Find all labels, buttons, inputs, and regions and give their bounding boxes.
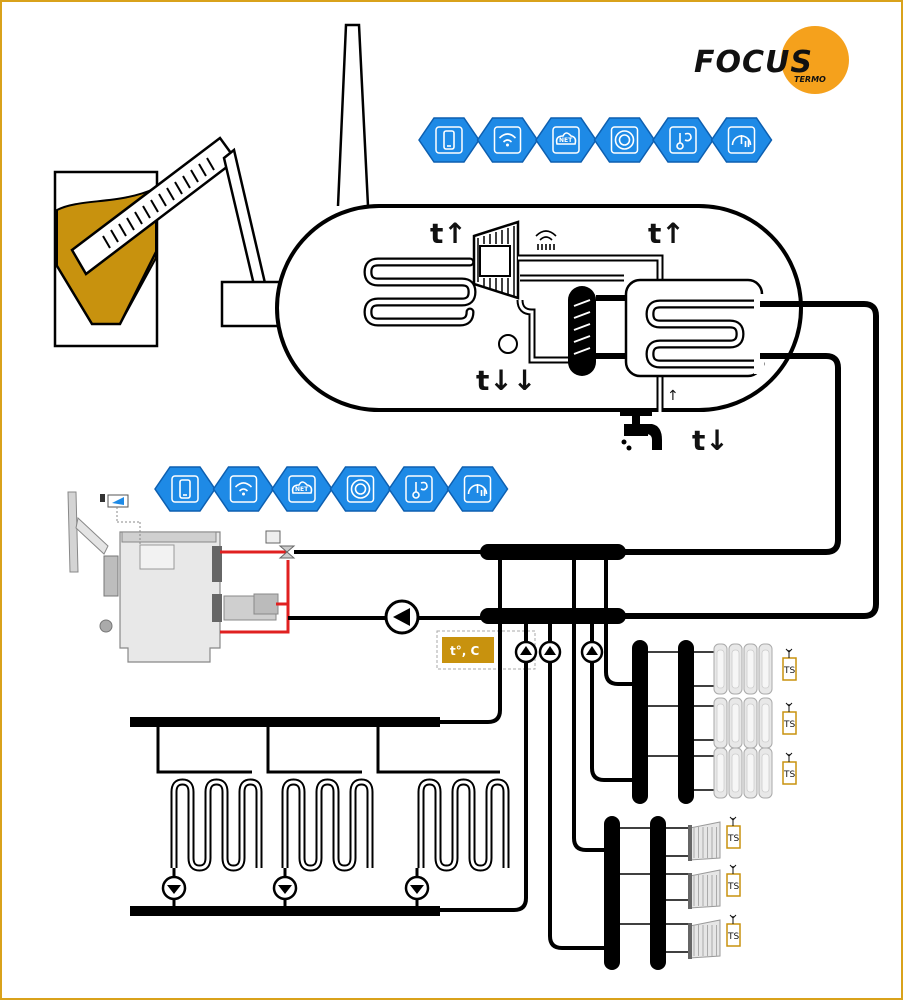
ufh-feed-lines [156, 727, 500, 774]
antenna-icon [535, 230, 557, 250]
radiator-feeds-upper [648, 651, 714, 791]
cold-temp-out: t↓ [692, 424, 729, 457]
expansion-bulb [498, 334, 518, 354]
smart-icons-row-top: NET [418, 117, 773, 163]
radiator-manifold-upper-b [678, 640, 694, 804]
ufh-pump-2 [272, 875, 298, 901]
thermometer-icon [652, 117, 714, 163]
cast-iron-radiators: TS TS TS [713, 643, 797, 799]
svg-text:NET: NET [559, 137, 573, 144]
radiator-panel-1: TS [688, 816, 741, 861]
supply-return-lines [622, 301, 879, 619]
compressor [472, 220, 520, 300]
thermometer-icon [388, 466, 450, 512]
cold-temp-mid: t↓↓ [476, 364, 536, 397]
wifi-icon [476, 117, 539, 163]
temperature-sensor: TS [782, 752, 797, 785]
solid-fuel-boiler [67, 491, 279, 663]
temperature-sensor: TS [726, 914, 741, 947]
radiator-manifold-lower-b [650, 816, 666, 970]
gauge-icon [710, 117, 773, 163]
hot-temp-left: t↑ [430, 217, 467, 250]
faucet-icon [620, 412, 662, 451]
manifold-return [480, 608, 626, 624]
temperature-sensor: TS [782, 648, 797, 681]
net-cloud-icon: NET [271, 466, 333, 512]
radiator-cast-1: TS [713, 643, 797, 695]
radiator-manifold-upper-a [632, 640, 648, 804]
temperature-sensor: TS [726, 816, 741, 849]
smart-icons-row-mid: NET [154, 466, 509, 512]
chimney [336, 23, 370, 207]
ring-icon [593, 117, 656, 163]
temperature-sensor: TS [726, 864, 741, 897]
radiator-cast-2: TS [713, 697, 797, 749]
svg-text:TS: TS [783, 770, 795, 780]
phone-icon [418, 117, 480, 163]
branch-pump-1 [514, 640, 538, 664]
svg-text:TS: TS [727, 834, 739, 844]
branch-pump-2 [538, 640, 562, 664]
net-cloud-icon: NET [535, 117, 597, 163]
controller-label-box [442, 637, 494, 663]
focus-logo: FOCUS TERMO [694, 26, 849, 94]
radiator-feeds-lower [620, 827, 690, 953]
hot-temp-right: t↑ [648, 217, 685, 250]
ufh-return-header [130, 906, 440, 916]
phone-icon [154, 466, 216, 512]
wifi-icon [212, 466, 275, 512]
manifold-supply [480, 544, 626, 560]
burner-box [220, 280, 282, 328]
radiator-panel-2: TS [688, 864, 741, 909]
svg-text:TS: TS [727, 882, 739, 892]
ring-icon [329, 466, 392, 512]
branch-pipes [438, 560, 636, 950]
radiator-manifold-lower-a [604, 816, 620, 970]
svg-text:NET: NET [295, 486, 309, 493]
circulation-pump [384, 599, 420, 635]
ufh-loops [170, 778, 510, 906]
inlet-arrow: ↑ [667, 388, 679, 404]
svg-text:TS: TS [727, 932, 739, 942]
panel-radiators: TS TS TS [688, 816, 741, 959]
svg-text:FOCUS: FOCUS [694, 45, 813, 80]
ufh-supply-header [130, 717, 440, 727]
svg-text:TERMO: TERMO [794, 75, 826, 84]
buffer-cylinder [568, 286, 596, 376]
auger-conveyor [70, 136, 270, 304]
branch-pump-3 [580, 640, 604, 664]
controller-label: t°, C [450, 644, 479, 658]
gauge-icon [446, 466, 509, 512]
mixing-valve [265, 530, 281, 544]
svg-text:TS: TS [783, 720, 795, 730]
temperature-sensor: TS [782, 702, 797, 735]
radiator-panel-3: TS [688, 914, 741, 959]
svg-text:TS: TS [783, 666, 795, 676]
radiator-cast-3: TS [713, 747, 797, 799]
ufh-pump-1 [161, 875, 187, 901]
mixing-valve-body [278, 545, 296, 559]
ufh-pump-3 [404, 875, 430, 901]
